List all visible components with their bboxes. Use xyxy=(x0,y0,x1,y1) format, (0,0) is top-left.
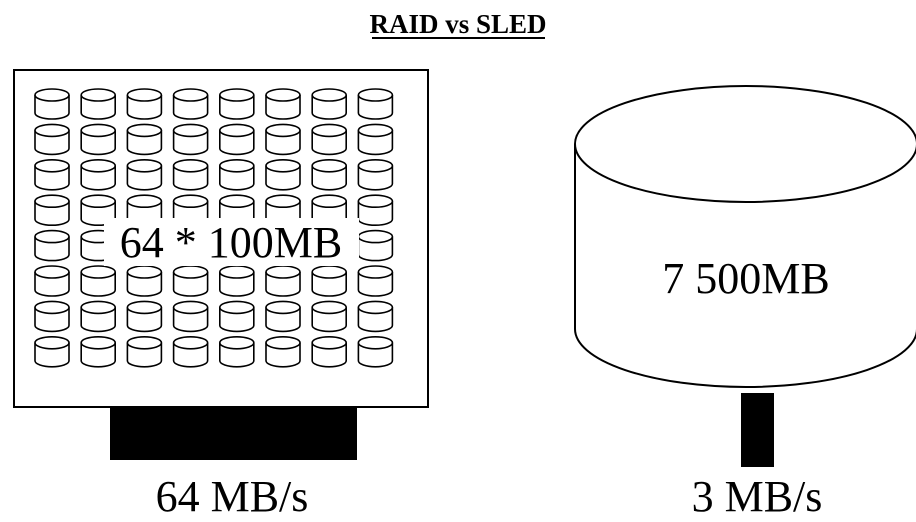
small-disk xyxy=(80,123,116,156)
small-disk xyxy=(126,265,163,297)
small-disk xyxy=(357,335,394,368)
sled-bandwidth-bar xyxy=(741,393,774,467)
sled-disk-body xyxy=(574,144,916,388)
small-disk xyxy=(34,229,70,262)
small-disk xyxy=(219,265,255,297)
sled-bandwidth-label: 3 MB/s xyxy=(692,472,823,521)
small-disk xyxy=(311,88,348,120)
small-disk xyxy=(311,265,348,297)
small-disk xyxy=(219,159,255,191)
small-disk xyxy=(34,159,70,191)
raid-bandwidth-label: 64 MB/s xyxy=(156,472,309,521)
small-disk xyxy=(357,88,394,120)
small-disk xyxy=(265,123,301,156)
small-disk xyxy=(357,229,394,262)
small-disk xyxy=(172,123,209,156)
small-disk xyxy=(126,88,163,120)
small-disk xyxy=(172,335,209,368)
small-disk xyxy=(265,159,301,191)
sled-capacity-label: 7 500MB xyxy=(662,254,829,303)
small-disk xyxy=(34,265,70,297)
small-disk xyxy=(311,300,348,333)
small-disk xyxy=(357,300,394,333)
small-disk xyxy=(311,123,348,156)
small-disk xyxy=(34,300,70,333)
small-disk xyxy=(80,335,116,368)
small-disk xyxy=(172,265,209,297)
small-disk xyxy=(219,123,255,156)
small-disk xyxy=(80,88,116,120)
small-disk xyxy=(126,335,163,368)
small-disk xyxy=(265,265,301,297)
small-disk xyxy=(34,88,70,120)
raid-capacity-label-box xyxy=(104,218,359,266)
small-disk xyxy=(34,194,70,226)
small-disk xyxy=(219,335,255,368)
small-disk xyxy=(126,159,163,191)
small-disk xyxy=(219,300,255,333)
small-disk xyxy=(80,265,116,297)
small-disk xyxy=(172,88,209,120)
small-disk xyxy=(80,300,116,333)
small-disk xyxy=(357,265,394,297)
small-disk xyxy=(219,88,255,120)
small-disk xyxy=(357,123,394,156)
small-disk xyxy=(265,88,301,120)
small-disk xyxy=(357,194,394,226)
small-disk xyxy=(34,335,70,368)
raid-capacity-label: 64 * 100MB xyxy=(120,218,342,267)
raid-array: 64 * 100MB xyxy=(13,69,429,460)
small-disk xyxy=(265,335,301,368)
sled-disk-top xyxy=(574,85,916,203)
small-disk xyxy=(126,123,163,156)
sled-disk: 7 500MB xyxy=(574,85,916,467)
small-disk xyxy=(172,300,209,333)
small-disk xyxy=(172,159,209,191)
diagram-title: RAID vs SLED xyxy=(369,9,546,39)
small-disk xyxy=(265,300,301,333)
small-disk xyxy=(311,159,348,191)
small-disk xyxy=(34,123,70,156)
raid-bandwidth-bar xyxy=(110,407,357,460)
small-disk xyxy=(357,159,394,191)
small-disk xyxy=(126,300,163,333)
small-disk xyxy=(80,159,116,191)
small-disk xyxy=(311,335,348,368)
